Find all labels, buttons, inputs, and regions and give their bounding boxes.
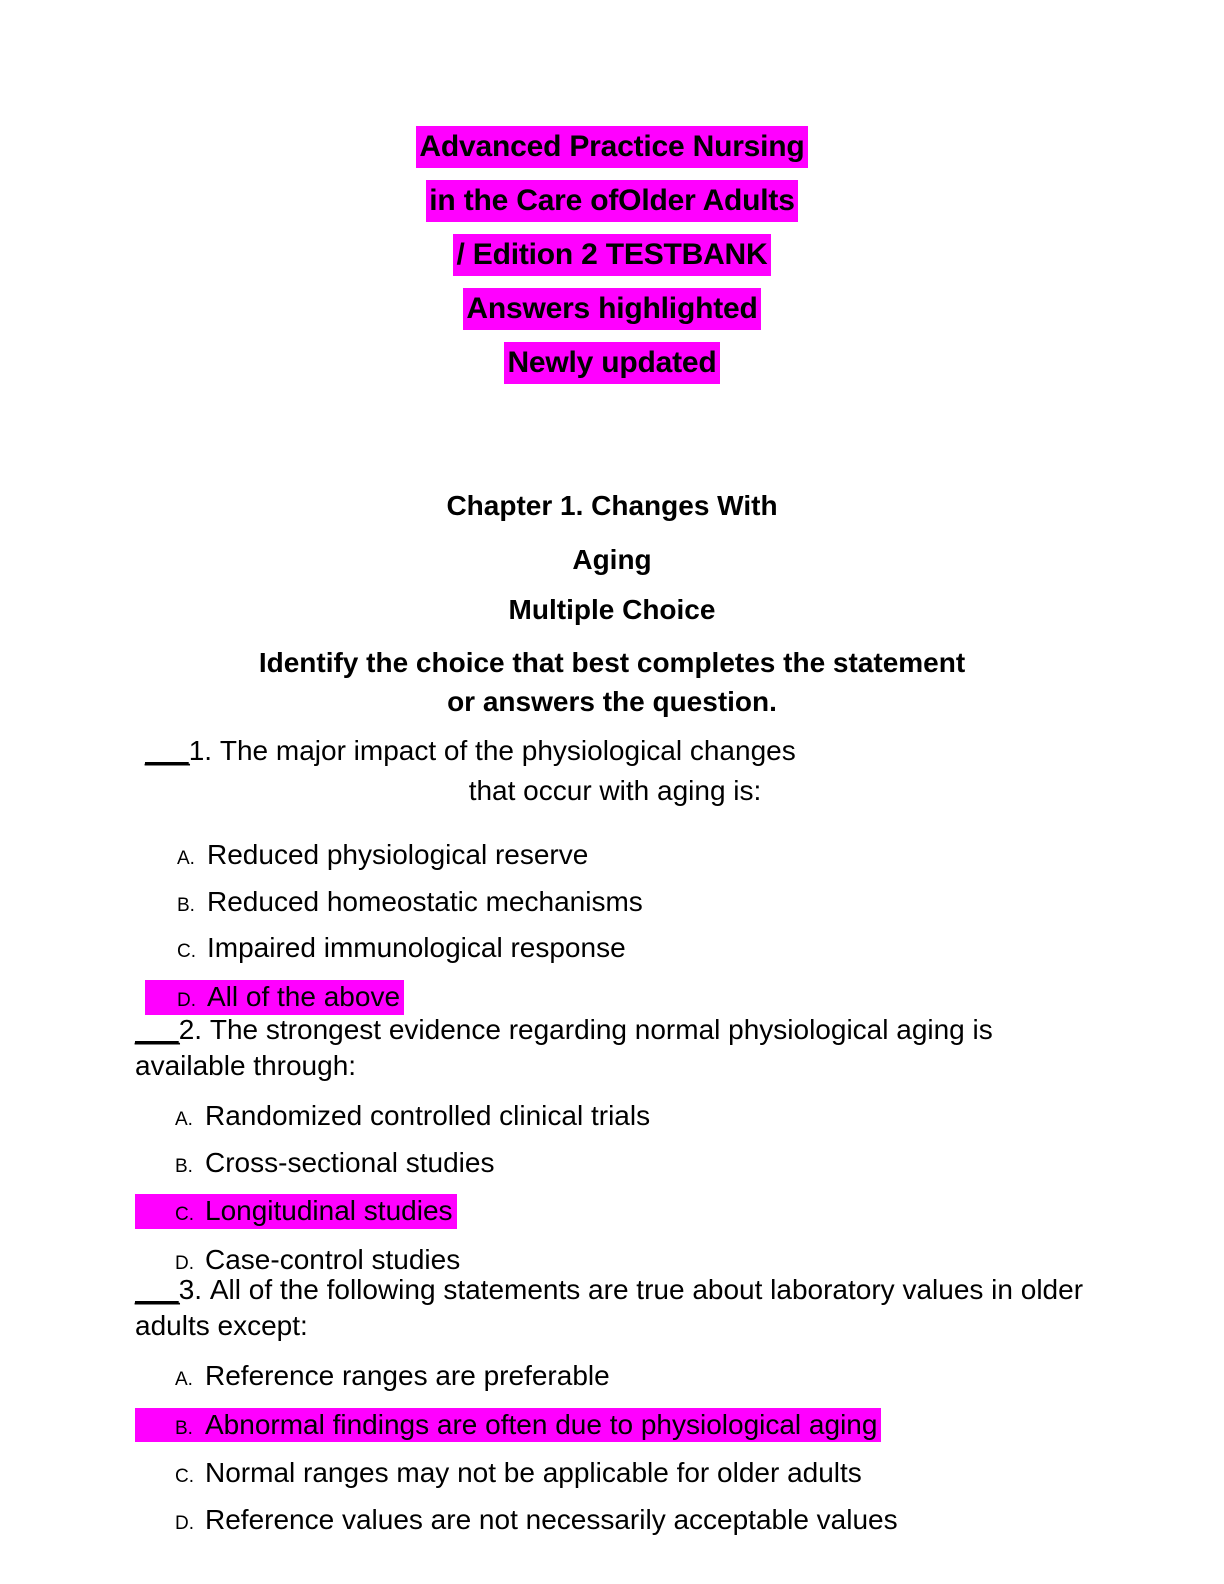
option-2d-text: Case-control studies: [205, 1244, 461, 1276]
question-1-answer-blank[interactable]: ___: [145, 735, 190, 766]
instructions-line-2: or answers the question.: [447, 686, 777, 718]
option-1c-letter: C.: [177, 941, 196, 963]
option-2a[interactable]: A. Randomized controlled clinical trials: [135, 1099, 1095, 1132]
question-1-stem-line-2: that occur with aging is:: [468, 775, 762, 807]
option-1a-text: Reduced physiological reserve: [207, 838, 589, 870]
option-3d-text: Reference values are not necessarily acc…: [205, 1504, 898, 1536]
option-3d-letter: D.: [175, 1513, 194, 1535]
question-1-stem-line-1: The major impact of the physiological ch…: [219, 735, 796, 766]
option-2b[interactable]: B. Cross-sectional studies: [135, 1146, 1095, 1179]
option-1b-text: Reduced homeostatic mechanisms: [207, 885, 643, 917]
question-3-options: A. Reference ranges are preferable B. Ab…: [135, 1359, 1095, 1536]
option-3a-text: Reference ranges are preferable: [205, 1359, 610, 1391]
question-2-answer-blank[interactable]: ___: [135, 1014, 180, 1045]
question-1-options: A. Reduced physiological reserve B. Redu…: [145, 838, 1045, 1015]
instructions-line-1: Identify the choice that best completes …: [258, 647, 966, 678]
option-1d[interactable]: D. All of the above: [145, 980, 405, 1015]
option-3b-letter: B.: [175, 1417, 193, 1439]
title-line-2: in the Care ofOlder Adults: [0, 180, 1224, 222]
option-2c[interactable]: C. Longitudinal studies: [135, 1194, 457, 1230]
question-1-stem: ___1. The major impact of the physiologi…: [145, 733, 1045, 810]
chapter-heading-line-1: Chapter 1. Changes With: [446, 490, 778, 521]
title-line-3: / Edition 2 TESTBANK: [0, 234, 1224, 276]
option-3b[interactable]: B. Abnormal findings are often due to ph…: [135, 1407, 882, 1443]
question-3: ___3. All of the following statements ar…: [135, 1272, 1095, 1536]
question-2-stem-line-2: available through:: [135, 1050, 357, 1082]
question-2: ___2. The strongest evidence regarding n…: [135, 1012, 1095, 1276]
option-1c-text: Impaired immunological response: [207, 932, 626, 964]
option-1b[interactable]: B. Reduced homeostatic mechanisms: [145, 885, 1045, 918]
option-2c-text: Longitudinal studies: [205, 1195, 453, 1227]
option-3a[interactable]: A. Reference ranges are preferable: [135, 1359, 1095, 1392]
section-heading-multiple-choice: Multiple Choice: [508, 594, 716, 625]
title-text-2: in the Care ofOlder Adults: [426, 180, 798, 222]
title-text-4: Answers highlighted: [463, 288, 761, 330]
question-2-stem-line-1: The strongest evidence regarding normal …: [209, 1014, 993, 1045]
option-2b-letter: B.: [175, 1155, 193, 1177]
document-title-block: Advanced Practice Nursing in the Care of…: [0, 126, 1224, 384]
title-text-1: Advanced Practice Nursing: [416, 126, 808, 168]
option-2a-letter: A.: [175, 1108, 193, 1130]
option-2c-letter: C.: [175, 1204, 194, 1226]
option-2a-text: Randomized controlled clinical trials: [205, 1099, 651, 1131]
option-1a-letter: A.: [177, 847, 195, 869]
question-1: ___1. The major impact of the physiologi…: [145, 733, 1045, 1015]
question-2-options: A. Randomized controlled clinical trials…: [135, 1099, 1095, 1276]
question-3-stem-line-2: older adults except:: [135, 1274, 1084, 1342]
title-line-5: Newly updated: [0, 342, 1224, 384]
option-1b-letter: B.: [177, 894, 195, 916]
chapter-heading-block: Chapter 1. Changes With Aging Multiple C…: [0, 492, 1224, 642]
option-3d[interactable]: D. Reference values are not necessarily …: [135, 1504, 1095, 1536]
instructions-block: Identify the choice that best completes …: [112, 643, 1112, 721]
question-3-answer-blank[interactable]: ___: [135, 1274, 180, 1305]
option-2d-letter: D.: [175, 1253, 194, 1275]
option-2b-text: Cross-sectional studies: [205, 1146, 495, 1178]
question-3-number: 3.: [178, 1274, 203, 1305]
option-1c[interactable]: C. Impaired immunological response: [145, 933, 1045, 964]
option-1d-text: All of the above: [207, 981, 401, 1013]
option-3c-text: Normal ranges may not be applicable for …: [205, 1457, 862, 1489]
question-1-number: 1.: [188, 735, 213, 766]
question-2-stem: ___2. The strongest evidence regarding n…: [135, 1012, 1095, 1085]
title-line-1: Advanced Practice Nursing: [0, 126, 1224, 168]
question-2-number: 2.: [178, 1014, 203, 1045]
question-3-stem: ___3. All of the following statements ar…: [135, 1272, 1095, 1345]
option-3b-text: Abnormal findings are often due to physi…: [205, 1408, 878, 1440]
option-3a-letter: A.: [175, 1368, 193, 1390]
option-3c-letter: C.: [175, 1466, 194, 1488]
title-line-4: Answers highlighted: [0, 288, 1224, 330]
option-3c[interactable]: C. Normal ranges may not be applicable f…: [135, 1458, 1095, 1489]
option-1a[interactable]: A. Reduced physiological reserve: [145, 838, 1045, 871]
chapter-heading-line-2: Aging: [572, 544, 652, 575]
option-1d-letter: D.: [177, 990, 196, 1012]
question-3-stem-line-1: All of the following statements are true…: [209, 1274, 1013, 1305]
title-text-5: Newly updated: [504, 342, 720, 384]
option-2d[interactable]: D. Case-control studies: [135, 1244, 1095, 1276]
title-text-3: / Edition 2 TESTBANK: [453, 234, 771, 276]
